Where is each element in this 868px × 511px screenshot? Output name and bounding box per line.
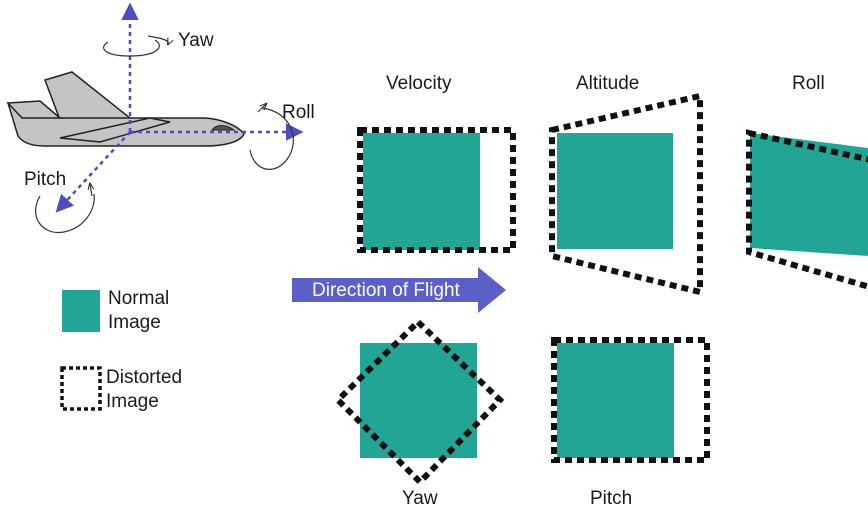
panel-yaw-title: Yaw <box>402 488 438 509</box>
legend-distorted-label: Distorted Image <box>106 367 183 412</box>
rotation-indicators <box>35 35 294 234</box>
legend-normal-label: Normal Image <box>108 288 170 333</box>
panel-altitude <box>549 92 703 296</box>
roll-rotation-arrow <box>249 107 294 170</box>
panel-yaw <box>333 317 505 487</box>
yaw-rotation-arrow <box>103 39 160 57</box>
pitch-distorted-image <box>551 337 710 463</box>
velocity-normal-image <box>363 133 480 250</box>
airplane-illustration <box>6 71 245 147</box>
rotation-axes <box>55 2 304 213</box>
legend-distorted-swatch <box>60 366 102 411</box>
pitch-normal-image <box>557 343 674 458</box>
altitude-distorted-image <box>549 92 703 296</box>
pitch-axis <box>55 131 131 213</box>
panel-velocity <box>357 127 516 253</box>
pitch-axis-label: Pitch <box>24 169 67 190</box>
legend <box>60 290 102 411</box>
yaw-distorted-image <box>333 317 505 487</box>
pitch-rotation-arrow <box>35 193 95 234</box>
altitude-normal-image <box>557 133 673 249</box>
panel-pitch <box>551 337 710 463</box>
roll-normal-image <box>750 133 868 256</box>
panel-pitch-title: Pitch <box>590 488 633 509</box>
direction-of-flight-label: Direction of Flight <box>312 280 460 301</box>
airplane-far-wing <box>44 71 138 123</box>
panel-velocity-title: Velocity <box>386 73 452 94</box>
panel-altitude-title: Altitude <box>576 73 640 94</box>
panel-roll-title: Roll <box>792 73 825 94</box>
roll-axis-label: Roll <box>282 102 315 123</box>
yaw-axis-label: Yaw <box>178 30 214 51</box>
panel-roll <box>746 129 868 290</box>
direction-of-flight-arrow <box>292 267 506 313</box>
airplane-cockpit <box>211 125 236 131</box>
airplane-near-wing <box>59 117 171 143</box>
legend-normal-swatch <box>62 290 100 332</box>
airplane-tail <box>6 100 63 119</box>
roll-distorted-image <box>746 129 868 290</box>
velocity-distorted-image <box>357 127 516 253</box>
